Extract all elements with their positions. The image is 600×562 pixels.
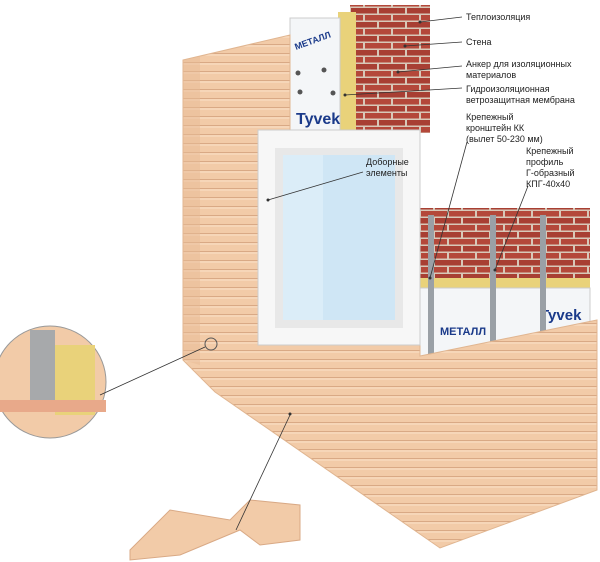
leader-insulation	[419, 16, 463, 23]
upper-wall-cutout: МЕТАЛЛ Tyvek	[289, 5, 430, 136]
anchor-dot	[330, 90, 336, 96]
anchor-dot	[297, 89, 303, 95]
membrane-layer	[289, 17, 341, 136]
leader-profile	[494, 185, 529, 271]
label-membrane: Гидроизоляционная ветрозащитная мембрана	[466, 84, 575, 105]
detail-marker	[204, 337, 218, 351]
detail-start-strip	[0, 400, 106, 412]
leader-bracket	[429, 141, 468, 279]
label-insulation: Теплоизоляция	[466, 12, 531, 22]
brick-wall	[420, 208, 590, 288]
profile-rail	[490, 215, 496, 355]
tyvek-logo: Tyvek	[296, 111, 340, 128]
leader-dots	[266, 20, 497, 280]
anchor-dot	[321, 67, 327, 73]
tyvek-logo: Tyvek	[540, 307, 582, 324]
profile-rail	[540, 215, 546, 355]
leader-membrane	[344, 87, 463, 96]
siding-panel-sample	[129, 412, 301, 561]
leader-lines	[267, 16, 529, 279]
panel-leader-line	[235, 414, 291, 531]
label-anchor: Анкер для изоляционных материалов	[466, 59, 572, 80]
label-trim: Доборные элементы	[366, 157, 409, 178]
bracket	[428, 215, 434, 355]
insulation-layer	[338, 12, 356, 134]
detail-profile	[30, 330, 55, 410]
leader-dot	[288, 412, 292, 416]
siding-corner	[183, 56, 200, 365]
leader-anchor	[397, 65, 463, 73]
leader-wall	[404, 41, 463, 47]
siding-panel	[129, 499, 301, 561]
detail-callout	[0, 325, 218, 439]
brick-wall	[350, 5, 430, 133]
insulation-layer	[420, 278, 590, 290]
leader-trim	[267, 171, 364, 201]
label-bracket: Крепежный кронштейн КК (вылет 50-230 мм)	[466, 112, 543, 144]
brand-logo: МЕТАЛЛ	[440, 326, 486, 338]
window	[257, 129, 421, 346]
glass-reflection	[283, 155, 323, 320]
anchor-dot	[295, 70, 301, 76]
label-wall: Стена	[466, 37, 492, 47]
detail-leader-line	[99, 346, 206, 396]
label-profile: Крепежный профиль Г-образный КПГ-40х40	[526, 146, 575, 189]
